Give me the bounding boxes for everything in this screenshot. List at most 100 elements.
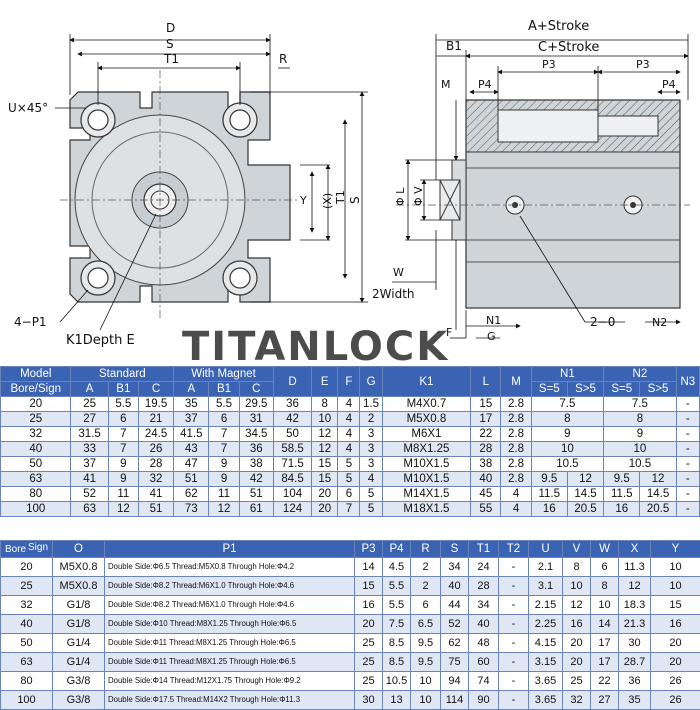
dim-C-stroke: C+Stroke [538, 40, 599, 55]
header-bore-sign-2: Sign Bore [1, 541, 53, 558]
cell-o: G1/8 [53, 615, 105, 634]
cell-r: 6 [411, 596, 441, 615]
cell-u: 3.65 [529, 691, 563, 710]
cell-n3: - [676, 427, 699, 442]
dim-S: S [166, 37, 174, 51]
cell-n2b: 14.5 [640, 487, 676, 502]
cell-t1: 28 [469, 577, 499, 596]
header-bore: Bore [5, 543, 26, 557]
cell-w: 27 [591, 691, 619, 710]
header-bore-sign: Bore/Sign [1, 382, 71, 397]
cell-k1: M8X1.25 [382, 442, 471, 457]
cell-bore: 80 [1, 487, 71, 502]
cell-o: M5X0.8 [53, 577, 105, 596]
cell-t2: - [499, 672, 529, 691]
cell-x: 36 [619, 672, 651, 691]
cell-m: 4 [501, 502, 531, 517]
cell-a: 37 [71, 457, 108, 472]
cell-bore: 32 [1, 596, 53, 615]
cell-f: 4 [338, 397, 360, 412]
dim-X: (X) [321, 193, 334, 209]
cell-ma: 62 [174, 487, 209, 502]
dim-B1: B1 [446, 39, 462, 53]
cell-f: 5 [338, 457, 360, 472]
cell-w: 17 [591, 653, 619, 672]
cell-r: 10 [411, 672, 441, 691]
cell-x: 30 [619, 634, 651, 653]
cell-l: 17 [471, 412, 501, 427]
cell-y: 16 [651, 615, 700, 634]
cell-r: 6.5 [411, 615, 441, 634]
header-N2-sg5: S>5 [640, 382, 676, 397]
cell-u: 3.1 [529, 577, 563, 596]
cell-v: 8 [563, 558, 591, 577]
cell-mb1: 9 [209, 472, 239, 487]
cell-u: 3.15 [529, 653, 563, 672]
header-O: O [53, 541, 105, 558]
cell-t1: 60 [469, 653, 499, 672]
cell-d: 58.5 [273, 442, 311, 457]
cell-u: 4.15 [529, 634, 563, 653]
dim-A-stroke: A+Stroke [528, 19, 589, 34]
cell-bore: 32 [1, 427, 71, 442]
cell-x: 18.3 [619, 596, 651, 615]
cell-g: 1.5 [360, 397, 382, 412]
cell-k1: M14X1.5 [382, 487, 471, 502]
cell-l: 15 [471, 397, 501, 412]
cell-l: 55 [471, 502, 501, 517]
header-D: D [273, 367, 311, 397]
cell-b1: 5.5 [108, 397, 138, 412]
cell-u: 2.15 [529, 596, 563, 615]
cell-mc: 38 [239, 457, 273, 472]
cell-p1: Double Side:Φ11 Thread:M8X1.25 Through H… [105, 653, 355, 672]
cell-v: 10 [563, 577, 591, 596]
cell-n2a: 9.5 [604, 472, 640, 487]
cell-k1: M10X1.5 [382, 457, 471, 472]
cell-mc: 61 [239, 502, 273, 517]
cell-n3: - [676, 487, 699, 502]
cell-t1: 90 [469, 691, 499, 710]
cell-v: 12 [563, 596, 591, 615]
cell-f: 4 [338, 427, 360, 442]
cell-s: 94 [441, 672, 469, 691]
cell-p1: Double Side:Φ8.2 Thread:M6X1.0 Through H… [105, 596, 355, 615]
technical-drawing: D S T1 R U×45° Y (X) T1 S 4−P1 K1Depth E [0, 0, 700, 365]
cell-x: 21.3 [619, 615, 651, 634]
cell-l: 38 [471, 457, 501, 472]
cell-p4: 10.5 [383, 672, 411, 691]
header-T2: T2 [499, 541, 529, 558]
cell-v: 20 [563, 653, 591, 672]
cell-n1b: 12 [567, 472, 603, 487]
cell-ma: 41.5 [174, 427, 209, 442]
header-M: M [501, 367, 531, 397]
cell-b1: 9 [108, 457, 138, 472]
cell-t1: 48 [469, 634, 499, 653]
cell-mc: 31 [239, 412, 273, 427]
cell-mb1: 7 [209, 442, 239, 457]
cell-g: 2 [360, 412, 382, 427]
cell-bore: 20 [1, 397, 71, 412]
header-magnet-B1: B1 [209, 382, 239, 397]
cell-o: G1/4 [53, 653, 105, 672]
cell-g: 5 [360, 502, 382, 517]
dim-phi-L: Φ L [394, 187, 407, 206]
dim-M: M [441, 78, 451, 91]
cell-p4: 8.5 [383, 634, 411, 653]
cell-t1: 34 [469, 596, 499, 615]
cell-bore: 63 [1, 472, 71, 487]
header-A: A [71, 382, 108, 397]
header-R: R [411, 541, 441, 558]
cell-n1: 7.5 [531, 397, 604, 412]
header-P4: P4 [383, 541, 411, 558]
header-G: G [360, 367, 382, 397]
cell-p4: 5.5 [383, 596, 411, 615]
cell-w: 8 [591, 577, 619, 596]
header-B1: B1 [108, 382, 138, 397]
cell-d: 124 [273, 502, 311, 517]
cell-c: 28 [138, 457, 173, 472]
